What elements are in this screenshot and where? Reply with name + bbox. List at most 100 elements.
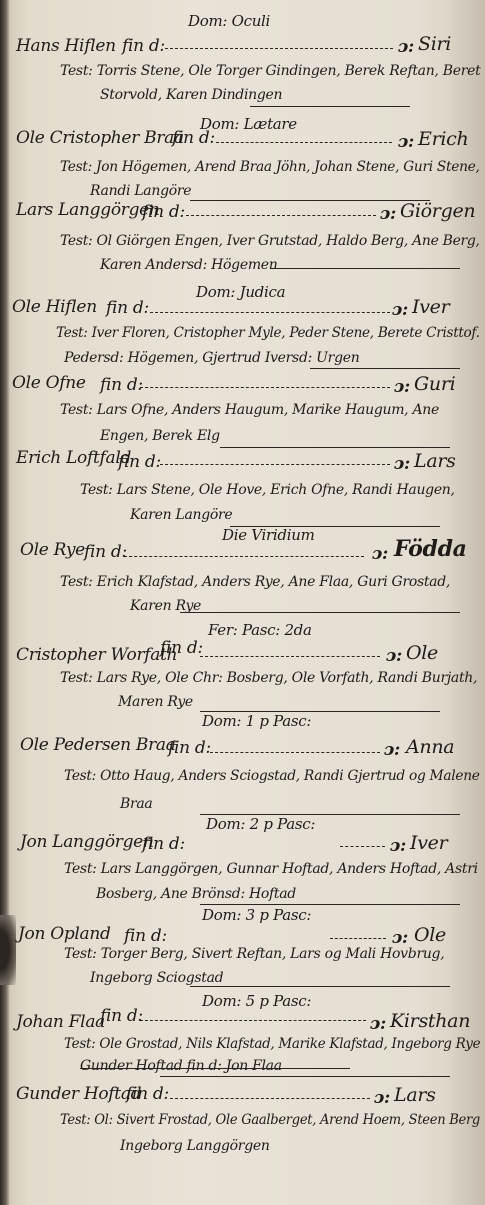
sponsors-line: Randi Langöre xyxy=(90,183,192,199)
sponsors-line: Braa xyxy=(120,796,153,812)
sunday-heading: Dom: 5 p Pasc: xyxy=(202,992,312,1010)
child-marker: ɔ: xyxy=(398,132,415,152)
father-name: Erich Loftfald xyxy=(16,448,132,468)
baptism-suffix: fin d: xyxy=(142,202,185,222)
dashed-leader xyxy=(140,1020,366,1021)
dashed-leader xyxy=(200,656,380,657)
child-marker: ɔ: xyxy=(392,928,409,948)
entry-divider xyxy=(160,1076,450,1077)
child-name: Kirsthan xyxy=(390,1010,471,1032)
child-marker: ɔ: xyxy=(384,740,401,760)
sponsors-line: Test: Otto Haug, Anders Sciogstad, Randi… xyxy=(64,768,480,784)
dashed-leader xyxy=(165,48,393,49)
sponsors-line: Bosberg, Ane Brönsd: Hoftad xyxy=(96,886,296,902)
sunday-heading: Dom: Oculi xyxy=(188,12,271,30)
father-name: Gunder Hoftad xyxy=(16,1084,142,1104)
entry-divider xyxy=(190,200,430,201)
father-name: Cristopher Worfath xyxy=(16,645,178,665)
dashed-leader xyxy=(340,846,385,847)
sponsors-line: Test: Torris Stene, Ole Torger Gindingen… xyxy=(60,63,481,79)
father-name: Ole Hiflen xyxy=(12,297,97,317)
father-name: Jon Langgörgen xyxy=(20,832,154,852)
child-marker: ɔ: xyxy=(372,544,389,564)
entry-divider xyxy=(200,814,460,815)
sponsors-line: Ingeborg Langgörgen xyxy=(120,1138,270,1154)
dashed-leader xyxy=(150,312,390,313)
father-name: Ole Cristopher Braa xyxy=(16,128,184,148)
baptism-suffix: fin d: xyxy=(84,542,127,562)
father-name: Hans Hiflen xyxy=(16,36,116,56)
sunday-heading: Dom: 3 p Pasc: xyxy=(202,906,312,924)
dashed-leader xyxy=(186,215,376,216)
baptism-suffix: fin d: xyxy=(168,738,211,758)
sponsors-line-struck: Gunder Hoftad fin d: Jon Flaa xyxy=(80,1058,282,1074)
sponsors-line: Maren Rye xyxy=(118,694,193,710)
baptism-suffix: fin d: xyxy=(122,36,165,56)
baptism-suffix: fin d: xyxy=(100,1006,143,1026)
child-marker: ɔ: xyxy=(390,836,407,856)
page-binding-edge xyxy=(0,0,10,1205)
entry-divider xyxy=(220,447,450,448)
child-name: Ole xyxy=(414,924,446,946)
sunday-heading: Dom: Lætare xyxy=(200,115,297,133)
sponsors-line: Test: Ol Giörgen Engen, Iver Grutstad, H… xyxy=(60,233,480,249)
sunday-heading: Die Viridium xyxy=(222,526,315,544)
baptism-suffix: fin d: xyxy=(126,1084,169,1104)
sponsors-line: Ingeborg Sciogstad xyxy=(90,970,224,986)
sponsors-line: Test: Ole Grostad, Nils Klafstad, Marike… xyxy=(64,1036,481,1052)
father-name: Lars Langgörgen xyxy=(16,200,160,220)
child-name: Anna xyxy=(406,736,455,758)
sponsors-line: Test: Erich Klafstad, Anders Rye, Ane Fl… xyxy=(60,574,451,590)
entry-divider xyxy=(200,904,460,905)
entry-divider xyxy=(200,711,440,712)
child-marker: ɔ: xyxy=(398,37,415,57)
father-name: Johan Flaa xyxy=(16,1012,105,1032)
paper-damage xyxy=(0,915,16,985)
dashed-leader xyxy=(170,1098,370,1099)
sponsors-line: Test: Torger Berg, Sivert Reftan, Lars o… xyxy=(64,946,445,962)
sunday-heading: Dom: 1 p Pasc: xyxy=(202,712,312,730)
child-name: Giörgen xyxy=(400,200,476,222)
baptism-suffix: fin d: xyxy=(100,375,143,395)
child-marker: ɔ: xyxy=(370,1014,387,1034)
baptism-suffix: fin d: xyxy=(172,128,215,148)
child-name: Lars xyxy=(394,1084,436,1106)
entry-divider xyxy=(310,368,460,369)
baptism-suffix: fin d: xyxy=(160,638,203,658)
entry-divider xyxy=(190,986,450,987)
child-name: Lars xyxy=(414,450,456,472)
child-name: Guri xyxy=(414,373,456,395)
sponsors-line: Test: Ol: Sivert Frostad, Ole Gaalberget… xyxy=(60,1112,481,1128)
sponsors-line: Pedersd: Högemen, Gjertrud Iversd: Urgen xyxy=(64,350,360,366)
sponsors-line: Test: Iver Floren, Cristopher Myle, Pede… xyxy=(56,325,480,341)
sponsors-line: Test: Lars Ofne, Anders Haugum, Marike H… xyxy=(60,402,439,418)
child-name: Iver xyxy=(412,296,450,318)
baptism-suffix: fin d: xyxy=(106,298,149,318)
sponsors-line: Test: Jon Högemen, Arend Braa Jöhn, Joha… xyxy=(60,159,480,175)
child-marker: ɔ: xyxy=(374,1088,391,1108)
child-marker: ɔ: xyxy=(392,300,409,320)
dashed-leader xyxy=(216,142,392,143)
sponsors-line: Karen Langöre xyxy=(130,507,233,523)
sponsors-line: Karen Rye xyxy=(130,598,202,614)
paper-stain xyxy=(445,0,485,1205)
dashed-leader xyxy=(330,938,386,939)
sunday-heading: Dom: 2 p Pasc: xyxy=(206,815,316,833)
child-name: Erich xyxy=(418,128,469,150)
entry-divider xyxy=(270,268,460,269)
sponsors-line: Karen Andersd: Högemen xyxy=(100,257,278,273)
baptism-suffix: fin d: xyxy=(118,452,161,472)
baptism-suffix: fin d: xyxy=(124,926,167,946)
father-name: Ole Ofne xyxy=(12,373,86,393)
father-name: Ole Rye xyxy=(20,540,85,560)
father-name: Ole Pedersen Braa xyxy=(20,735,176,755)
dashed-leader xyxy=(210,752,380,753)
strike-through xyxy=(80,1068,350,1069)
father-name: Jon Opland xyxy=(18,924,111,944)
sponsors-line: Engen, Berek Elg xyxy=(100,428,220,444)
entry-divider xyxy=(230,526,440,527)
entry-divider xyxy=(180,612,460,613)
child-name: Ole xyxy=(406,642,438,664)
sponsors-line: Test: Lars Langgörgen, Gunnar Hoftad, An… xyxy=(64,861,478,877)
